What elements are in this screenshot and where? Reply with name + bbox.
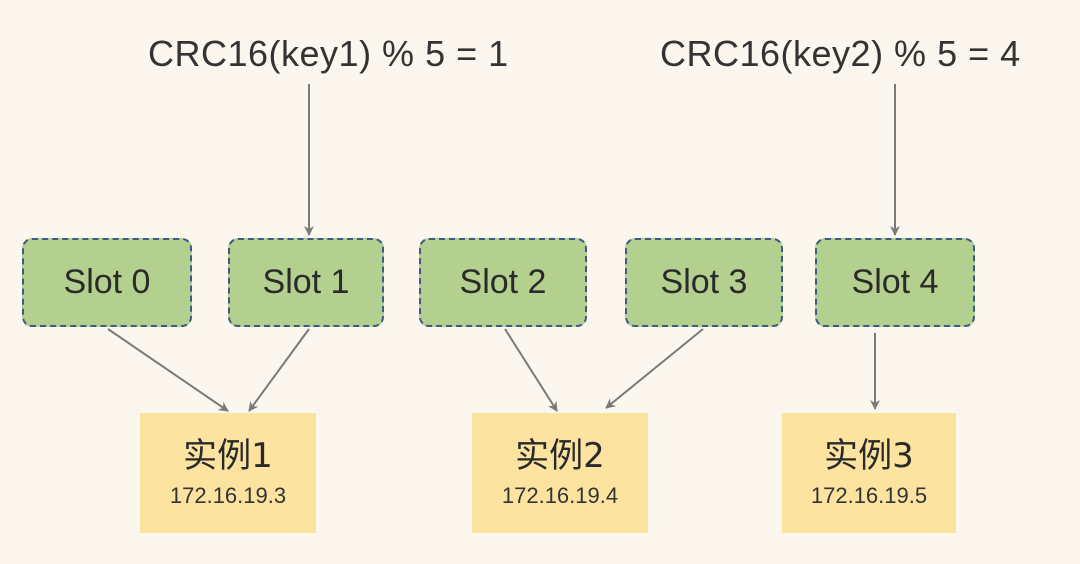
instance-1: 实例1 172.16.19.3	[140, 413, 316, 533]
slot-4: Slot 4	[815, 238, 975, 327]
instance-ip: 172.16.19.3	[169, 483, 287, 508]
slot-3: Slot 3	[625, 238, 783, 327]
hash-formula-key1: CRC16(key1) % 5 = 1	[148, 33, 509, 74]
instance-name: 实例3	[824, 436, 914, 476]
instance-3: 实例3 172.16.19.5	[782, 413, 956, 533]
slot-2: Slot 2	[419, 238, 587, 327]
hash-formula-key2: CRC16(key2) % 5 = 4	[660, 33, 1021, 74]
instance-ip: 172.16.19.5	[810, 483, 928, 508]
arrow-slot3-to-instance2	[605, 328, 704, 409]
instance-name: 实例1	[183, 436, 273, 476]
instance-name: 实例2	[515, 436, 605, 476]
arrow-slot0-to-instance1	[107, 328, 229, 412]
slot-1: Slot 1	[228, 238, 384, 327]
arrow-slot1-to-instance1	[248, 328, 310, 412]
instance-ip: 172.16.19.4	[501, 483, 619, 508]
arrow-slot2-to-instance2	[504, 328, 558, 412]
instance-2: 实例2 172.16.19.4	[472, 413, 648, 533]
slot-0: Slot 0	[22, 238, 192, 327]
